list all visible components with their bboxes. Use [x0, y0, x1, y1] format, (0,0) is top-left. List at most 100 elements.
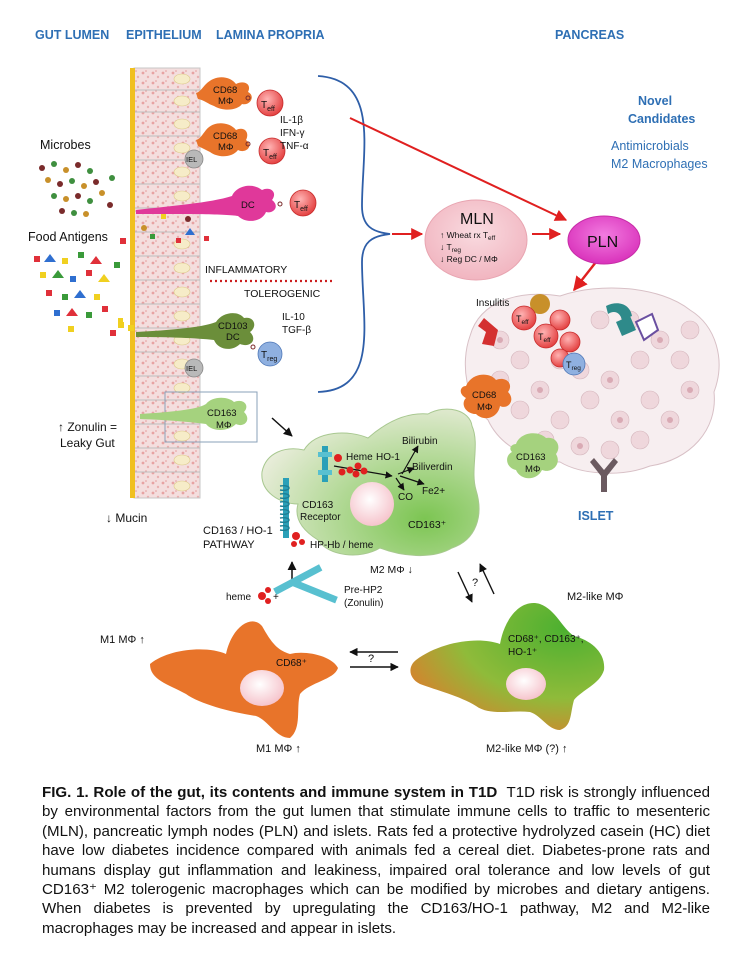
epithelial-antigens — [118, 214, 209, 331]
cd68-label-2: CD68 — [213, 131, 237, 142]
m2like-top-label: M2-like MΦ — [567, 591, 624, 603]
prehp2-label-1: Pre-HP2 — [344, 585, 383, 596]
arrow-pln-to-islet — [573, 261, 597, 292]
pathway-label-2: PATHWAY — [203, 539, 255, 551]
iel-cell-2: IEL — [184, 358, 204, 378]
leaky-gut-label: Leaky Gut — [60, 436, 115, 450]
arrow-zoom-to-pathway — [271, 417, 293, 437]
header-lamina-propria: LAMINA PROPRIA — [216, 28, 325, 42]
insulitis-label: Insulitis — [476, 298, 509, 309]
svg-text:Teff: Teff — [263, 148, 277, 161]
figure-caption: FIG. 1. Role of the gut, its contents an… — [42, 783, 710, 938]
cytokine-tgfb: TGF-β — [282, 325, 311, 336]
tolerogenic-label: TOLEROGENIC — [244, 288, 321, 300]
m2like-bottom-label: M2-like MΦ (?) ↑ — [486, 743, 568, 755]
cd103-dendritic-cell: CD103 DC — [136, 313, 255, 349]
islet-cd68-mphi: MΦ — [477, 402, 493, 413]
cd68-macrophage-1: CD68 MΦ — [196, 77, 252, 110]
mln-line3: ↓ Reg DC / MΦ — [440, 254, 498, 264]
candidates-label: Candidates — [628, 112, 695, 126]
m2like-markers-2: HO-1⁺ — [508, 647, 537, 658]
dc-label: DC — [241, 200, 255, 211]
novel-label: Novel — [638, 94, 672, 108]
pathway-label-1: CD163 / HO-1 — [203, 525, 273, 537]
mucin-label: ↓ Mucin — [106, 511, 147, 525]
islet-red-receptor — [478, 318, 498, 346]
dc-label-2: DC — [226, 332, 240, 343]
islet-cd163-mphi: MΦ — [525, 464, 541, 475]
m2like-nucleus — [506, 668, 546, 700]
caption-body: T1D risk is strongly influenced by envir… — [42, 784, 711, 937]
cd103-label: CD103 — [218, 321, 248, 332]
gut-bracket — [317, 75, 391, 393]
mln-node: MLN ↑ Wheat rx Teff ↓ Treg ↓ Reg DC / MΦ — [424, 199, 528, 281]
pathway-nucleus — [350, 482, 394, 526]
header-pancreas: PANCREAS — [555, 28, 624, 42]
iel-cell-1: IEL — [184, 149, 204, 169]
pln-title: PLN — [587, 234, 618, 251]
microbes-label: Microbes — [40, 138, 91, 152]
food-antigens-cluster — [34, 238, 126, 336]
svg-text:Teff: Teff — [294, 200, 308, 213]
teff-cell-1: Teff — [256, 89, 284, 117]
pre-hp2-molecule — [273, 564, 338, 604]
cd163-pathway-macrophage: CD163⁺ — [261, 408, 480, 557]
m2-macrophages-label: M2 Macrophages — [611, 157, 708, 171]
prehp2-label-2: (Zonulin) — [344, 598, 383, 609]
svg-text:IEL: IEL — [186, 364, 197, 373]
ho1-label: HO-1 — [376, 452, 400, 463]
heme-molecules-in-cell — [338, 462, 368, 478]
cytokine-tnfa: TNF-α — [280, 141, 309, 152]
m1-cd68-label: CD68⁺ — [276, 658, 307, 669]
cd163-macrophage-gut: CD163 MΦ — [140, 397, 248, 431]
zonulin-label: ↑ Zonulin = — [58, 420, 117, 434]
dendritic-cell: DC — [136, 185, 283, 221]
cytokine-ifng: IFN-γ — [280, 128, 304, 139]
islet-antibody-shape — [590, 458, 618, 492]
biliverdin-label: Biliverdin — [412, 462, 453, 473]
antimicrobials-label: Antimicrobials — [611, 139, 689, 153]
m2like-markers-1: CD68⁺, CD163⁺, — [508, 634, 584, 645]
arrow-m2-down — [457, 571, 473, 603]
m1-top-label: M1 MΦ ↑ — [100, 634, 145, 646]
mln-title: MLN — [460, 211, 494, 228]
svg-text:↓ Treg: ↓ Treg — [440, 242, 461, 254]
food-antigens-label: Food Antigens — [28, 230, 108, 244]
plus-label: + — [273, 592, 279, 603]
m2-down-label: M2 MΦ ↓ — [370, 564, 413, 576]
header-epithelium: EPITHELIUM — [126, 28, 202, 42]
receptor-label-2: Receptor — [300, 512, 341, 523]
svg-text:Treg: Treg — [566, 360, 581, 372]
islet — [464, 287, 720, 474]
islet-cd163-macrophage: CD163 MΦ — [507, 433, 559, 479]
cd163-receptor — [279, 446, 332, 538]
svg-text:IEL: IEL — [186, 155, 197, 164]
islet-label: ISLET — [578, 509, 614, 523]
cytokine-il1b: IL-1β — [280, 115, 303, 126]
m1-m2-question: ? — [368, 653, 374, 665]
inflammatory-label: INFLAMMATORY — [205, 264, 287, 276]
islet-teal-shapes — [606, 303, 660, 342]
islet-treg-cell: Treg — [562, 352, 586, 376]
teff-cell-2: Teff — [258, 137, 286, 165]
islet-cd68-macrophage: CD68 MΦ — [460, 374, 512, 419]
svg-text:Teff: Teff — [516, 314, 529, 326]
mphi-label-1: MΦ — [218, 96, 234, 107]
co-label: CO — [398, 492, 413, 503]
caption-title: FIG. 1. Role of the gut, its contents an… — [42, 784, 498, 801]
svg-text:Treg: Treg — [261, 350, 277, 363]
cd68-macrophage-2: CD68 MΦ — [196, 123, 251, 157]
epithelium-column — [130, 67, 201, 499]
heme-plus-label: heme — [226, 592, 251, 603]
m2-question: ? — [472, 577, 478, 589]
heme-star-receptor — [291, 454, 342, 547]
teff-cell-3: Teff — [289, 189, 317, 217]
header-gut-lumen: GUT LUMEN — [35, 28, 109, 42]
cd163-plus-label: CD163⁺ — [408, 519, 447, 531]
m1-bottom-label: M1 MΦ ↑ — [256, 743, 301, 755]
svg-text:↑ Wheat rx Teff: ↑ Wheat rx Teff — [440, 230, 495, 242]
m2-like-macrophage: CD68⁺, CD163⁺, HO-1⁺ — [410, 603, 605, 730]
islet-cd68-label: CD68 — [472, 390, 496, 401]
cd163-label-gut: CD163 — [207, 408, 237, 419]
hp-hb-label: HP-Hb / heme — [310, 540, 374, 551]
